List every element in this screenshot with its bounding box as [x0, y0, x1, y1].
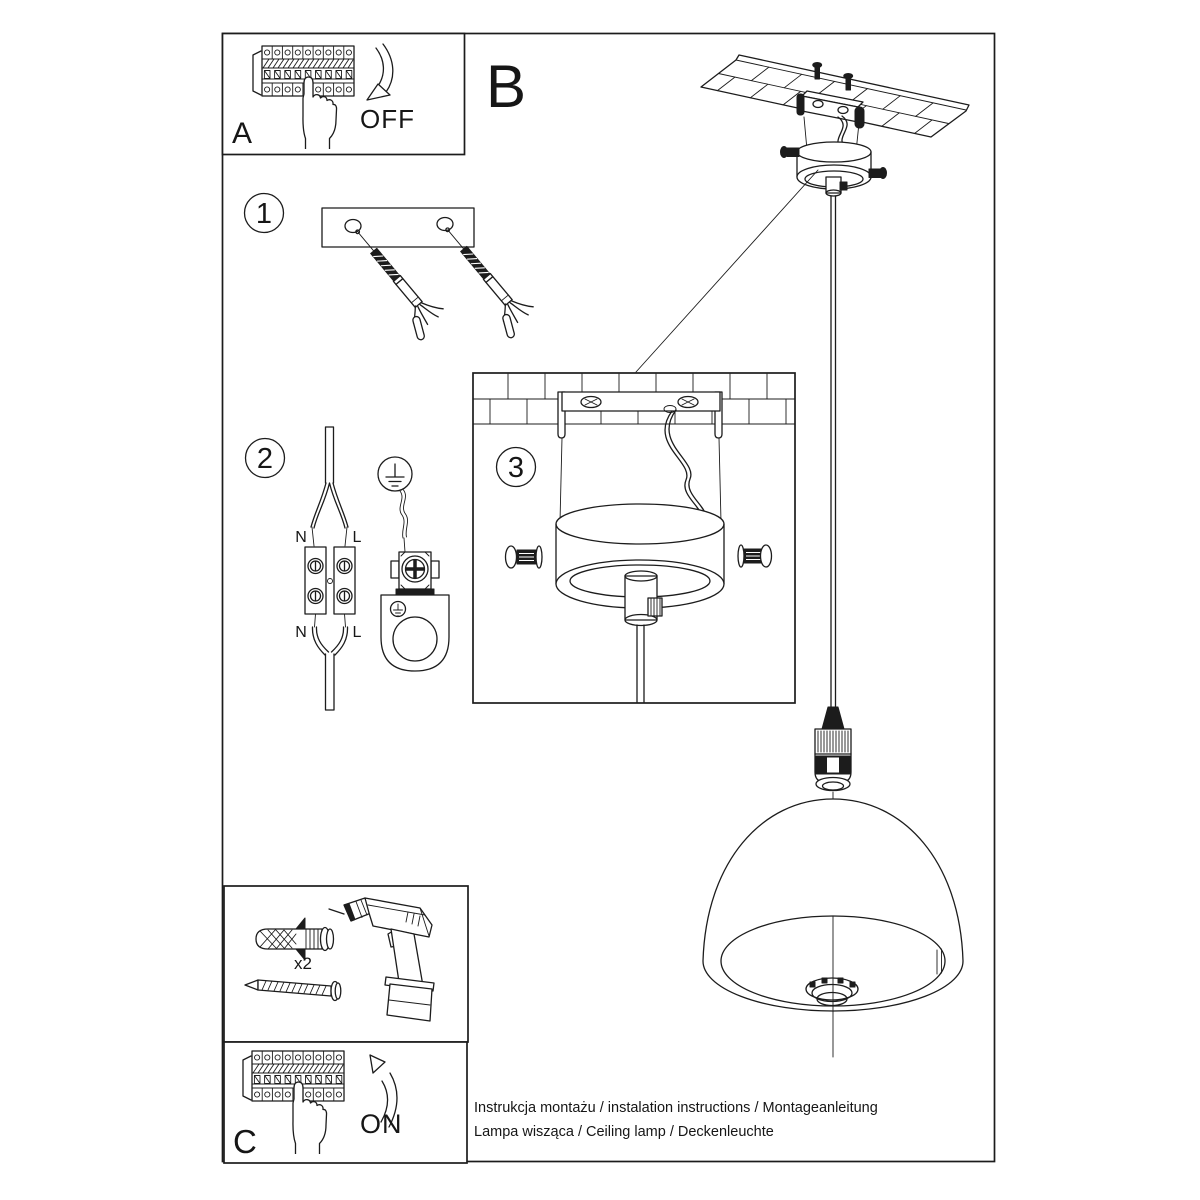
footer-line-1: Instrukcja montażu / instalation instruc…	[474, 1100, 878, 1116]
wire-label-l-top: L	[353, 529, 362, 546]
pendant-lamp	[635, 54, 970, 1058]
off-label: OFF	[360, 104, 415, 134]
step-2-badge	[244, 437, 286, 479]
earth-wire	[399, 489, 408, 553]
bracket-screw-right	[677, 395, 699, 409]
on-label: ON	[360, 1109, 403, 1139]
step-1-badge	[243, 192, 285, 234]
mounting-plate	[321, 207, 475, 248]
bracket-screw-left	[580, 395, 602, 409]
power-on-panel: C ON	[233, 1050, 403, 1160]
power-off-panel: A OFF	[232, 43, 415, 150]
footer-line-2: Lampa wisząca / Ceiling lamp / Deckenleu…	[474, 1124, 774, 1140]
plate-hole-left	[344, 218, 362, 234]
shade-seam	[936, 948, 942, 975]
dome-shade	[702, 798, 964, 1058]
anchor-quantity-label: x2	[294, 954, 312, 973]
side-screw-left	[504, 545, 543, 569]
step-3-badge	[495, 446, 537, 488]
panel-c-label: C	[233, 1123, 257, 1160]
step-2-section: 2 N L N L	[244, 426, 450, 711]
wire-label-n-top: N	[295, 529, 307, 546]
wire-label-n-bottom: N	[295, 624, 307, 641]
arrow-down-icon	[366, 43, 394, 101]
detail-callout-line	[635, 169, 819, 373]
canopy-thumb-screw	[839, 181, 848, 191]
wire-splice-diagram	[310, 426, 349, 711]
plank-screw-icon	[812, 62, 854, 91]
earth-symbol-icon	[377, 456, 413, 492]
wire-exit-hole	[663, 405, 677, 413]
wire-label-l-bottom: L	[353, 624, 362, 641]
drill-icon	[328, 897, 435, 1022]
lamp-cable	[830, 195, 837, 708]
arrow-up-icon	[369, 1054, 398, 1128]
canopy-screw-left	[780, 146, 800, 158]
canopy-detail	[555, 503, 725, 703]
side-screw-right	[737, 544, 773, 568]
ceiling-bracket	[796, 90, 865, 153]
step-1-number: 1	[256, 198, 272, 230]
wall-plug-icon	[255, 917, 335, 961]
suspension-lines	[559, 437, 722, 523]
ground-clamp	[380, 551, 450, 672]
panel-a-label: A	[232, 117, 252, 150]
tools-panel: x2	[244, 897, 435, 1022]
screw-icon	[244, 979, 342, 1002]
lamp-canopy	[780, 141, 887, 197]
terminal-block	[304, 546, 356, 615]
mains-wire	[664, 409, 706, 516]
bulb-holder	[805, 977, 859, 1007]
lamp-socket	[814, 706, 852, 801]
step-3-number: 3	[508, 452, 524, 484]
plate-hole-right	[436, 216, 454, 232]
step-2-number: 2	[257, 443, 273, 475]
panel-b-label: B	[486, 53, 526, 120]
thumb-screw	[647, 597, 663, 617]
canopy-screw-right	[868, 167, 887, 179]
step-1-section: 1	[243, 192, 541, 342]
step-3-section: 3	[472, 372, 796, 704]
